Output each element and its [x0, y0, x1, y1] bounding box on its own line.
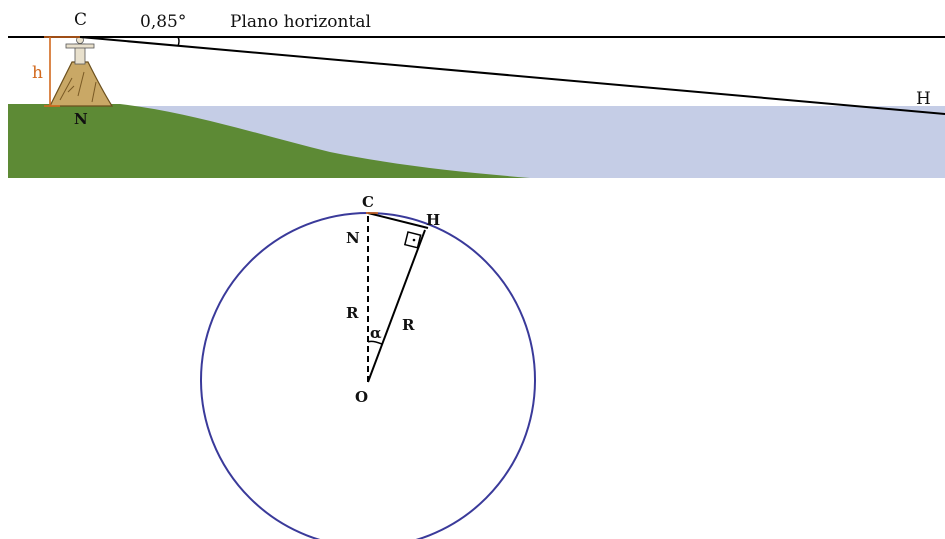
- label-radius-right: R: [402, 316, 415, 334]
- label-point-n-circle: N: [346, 229, 360, 247]
- label-radius-left: R: [346, 304, 359, 322]
- height-marker: [44, 36, 80, 107]
- label-plane: Plano horizontal: [230, 12, 371, 32]
- right-angle-marker: [403, 231, 422, 249]
- land: [8, 104, 530, 178]
- tangent-line: [367, 212, 429, 229]
- line-of-sight: [79, 36, 945, 115]
- top-scene: C 0,85° Plano horizontal h N H: [8, 10, 945, 178]
- label-height-h: h: [32, 63, 43, 83]
- circle-scene: C N H R R α O: [200, 193, 536, 539]
- label-angle: 0,85°: [140, 12, 186, 32]
- label-point-c-top: C: [74, 10, 87, 30]
- solid-radius: [367, 229, 426, 383]
- statue-icon: [65, 36, 95, 65]
- right-angle-dot: [412, 238, 416, 242]
- label-point-h-top: H: [916, 89, 931, 109]
- angle-arc: [177, 36, 180, 47]
- mountain-shading: [59, 71, 97, 103]
- label-point-c-circle: C: [362, 193, 374, 211]
- label-alpha: α: [370, 324, 382, 342]
- label-point-o: O: [355, 388, 368, 406]
- label-point-h-circle: H: [426, 211, 440, 229]
- alpha-arc: [367, 340, 383, 345]
- label-point-n-top: N: [74, 110, 88, 128]
